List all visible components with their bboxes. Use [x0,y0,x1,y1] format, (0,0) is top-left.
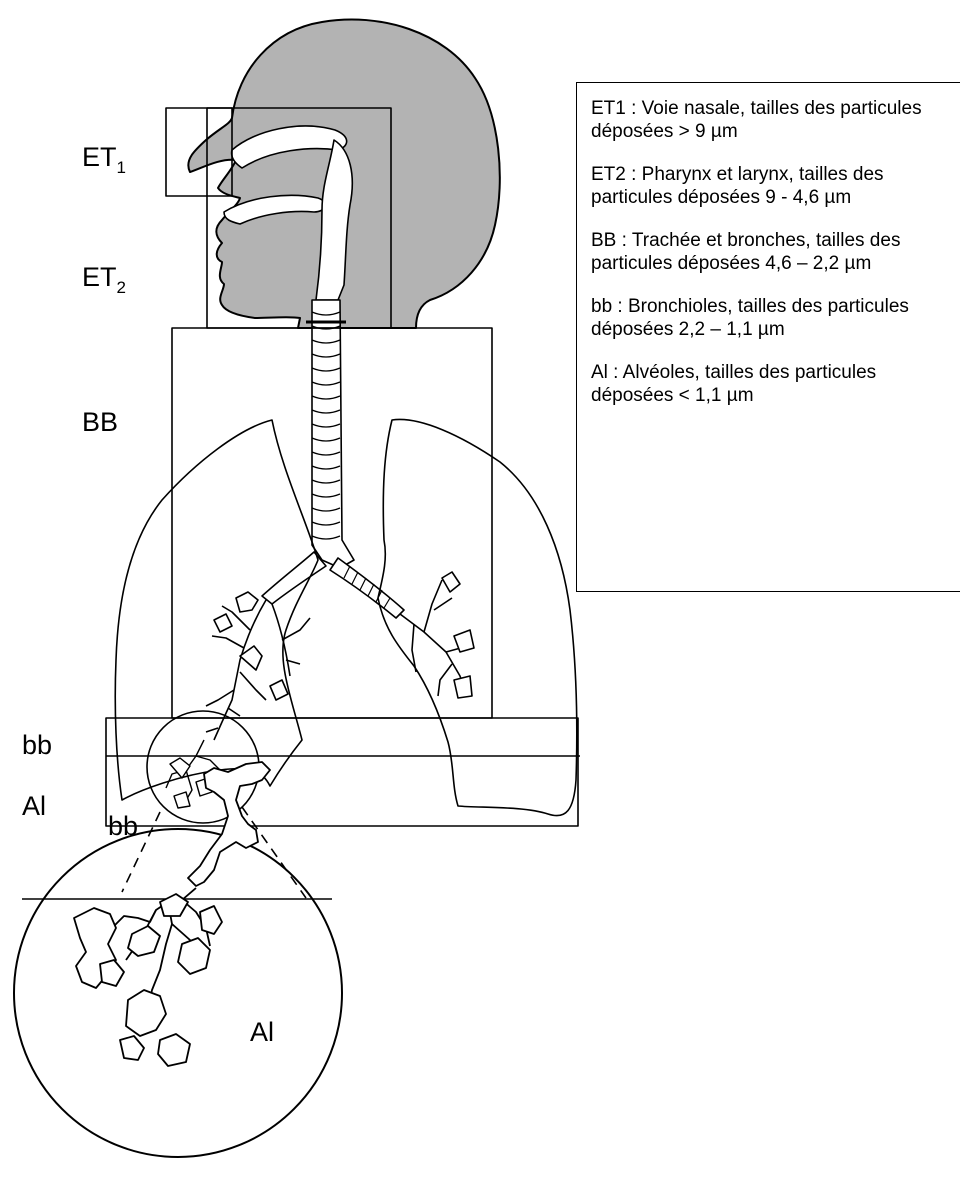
left-lung-outline [115,420,318,800]
right-main-bronchus [330,558,404,618]
legend-box: ET1 : Voie nasale, tailles des particule… [576,82,960,592]
label-al: Al [22,791,46,821]
label-zoom-bb: bb [108,811,138,841]
label-et2: ET2 [82,262,126,296]
label-et1-sub: 1 [117,158,126,177]
label-bb-upper: BB [82,407,118,437]
label-et1-base: ET [82,142,117,172]
legend-entry-alveoli: Al : Alvéoles, tailles des particules dé… [591,361,948,407]
label-et2-base: ET [82,262,117,292]
bronchial-tree-right [400,572,474,698]
trachea [312,300,354,568]
legend-entry-bb: BB : Trachée et bronches, tailles des pa… [591,229,948,275]
label-bb-lower: bb [22,730,52,760]
legend-entry-et2: ET2 : Pharynx et larynx, tailles des par… [591,163,948,209]
magnified-alveoli [74,888,222,1066]
label-et1: ET1 [82,142,126,176]
legend-entry-et1: ET1 : Voie nasale, tailles des particule… [591,97,948,143]
label-zoom-al: Al [250,1017,274,1047]
zoom-line-right [242,807,306,898]
legend-entry-bronchioles: bb : Bronchioles, tailles des particules… [591,295,948,341]
left-main-bronchus [262,552,326,604]
label-et2-sub: 2 [117,278,126,297]
